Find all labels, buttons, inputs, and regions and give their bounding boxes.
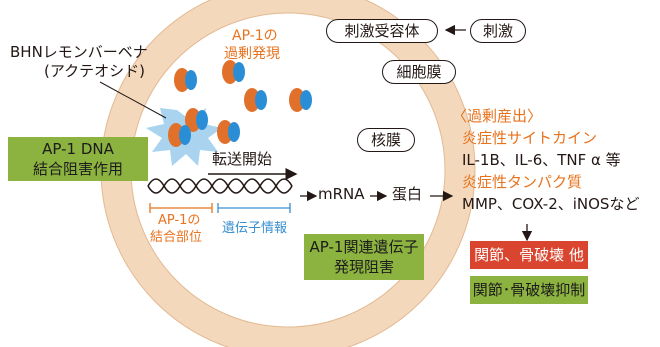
ap1-over-label-2: 過剰発現: [224, 46, 280, 62]
ap1-site-label-2: 結合部位: [150, 230, 203, 245]
joint-inhibit-box: 関節･骨破壊抑制: [470, 276, 588, 304]
protein-list-label: MMP、COX-2、iNOSなど: [462, 195, 640, 213]
stimulus-label: 刺激: [470, 19, 526, 43]
ap1-over-label-1: AP-1の: [232, 28, 278, 44]
cell-membrane-ring: [101, 0, 475, 347]
cytokine-list-label: IL-1B、IL-6、TNF α 等: [462, 151, 621, 169]
overproduction-label: 〈過剰産出〉: [452, 107, 543, 125]
bhn-compound-label: (アクテオシド): [44, 62, 145, 80]
bhn-name-label: BHNレモンバーベナ: [10, 43, 148, 61]
stimulus-receptor-label: 刺激受容体: [326, 19, 438, 43]
cytokine-label: 炎症性サイトカイン: [462, 129, 598, 147]
ap1-dna-line-2: 結合阻害作用: [32, 160, 123, 178]
ap1-gene-line-2: 発現阻害: [333, 258, 394, 276]
ap1-protein-icons: [168, 60, 312, 147]
ap1-dna-inhibit-box: AP-1 DNA 結合阻害作用: [8, 137, 148, 181]
transcription-start-label: 転送開始: [212, 150, 273, 168]
protein-label: 蛋白: [392, 185, 423, 203]
gene-info-label: 遺伝子情報: [222, 221, 288, 236]
nuclear-membrane-label: 核膜: [357, 128, 415, 152]
protein-title-label: 炎症性タンパク質: [462, 173, 583, 191]
ap1-dna-line-1: AP-1 DNA: [42, 140, 114, 158]
mrna-label: mRNA: [318, 185, 365, 203]
ap1-gene-inhibit-box: AP-1関連遺伝子 発現阻害: [304, 234, 424, 280]
dna-helix-shape: [147, 178, 293, 194]
ap1-gene-line-1: AP-1関連遺伝子: [309, 238, 419, 256]
joint-inhibit-label: 関節･骨破壊抑制: [472, 281, 586, 299]
cell-membrane-label: 細胞膜: [382, 60, 456, 84]
ap1-site-label-1: AP-1の: [158, 213, 201, 228]
joint-damage-box: 関節、骨破壊 他: [470, 241, 588, 269]
